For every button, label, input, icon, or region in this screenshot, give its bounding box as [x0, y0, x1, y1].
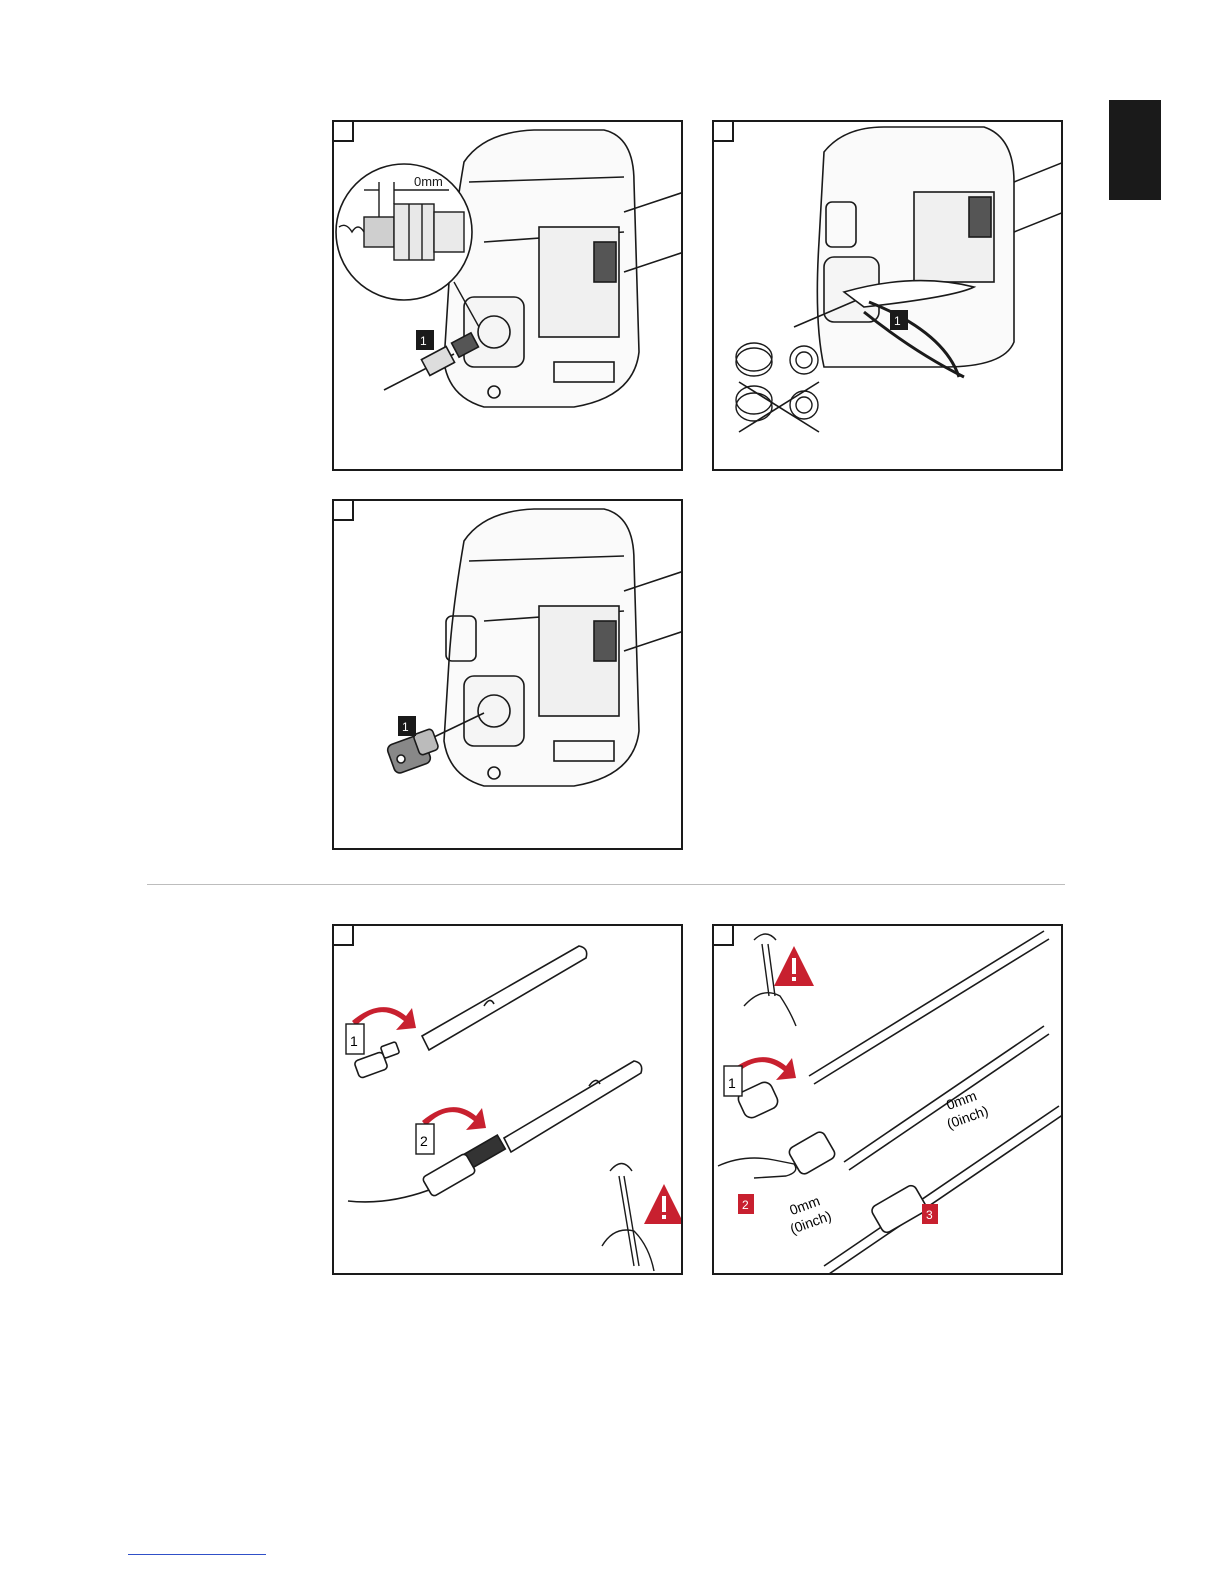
wrench-icon	[602, 1164, 654, 1272]
rotate-step-1-label: 1	[728, 1075, 736, 1091]
section-divider	[147, 884, 1065, 885]
dimension-label: 0mm	[414, 174, 443, 189]
wire-feeder-illustration-3: 1	[334, 501, 683, 850]
step-2-label: 2	[742, 1198, 749, 1212]
footer-link-underline	[128, 1554, 266, 1555]
wire-feeder-illustration-2: 1	[714, 122, 1063, 471]
language-tab	[1109, 100, 1161, 200]
step-panel-5: 1 2 3 0mm (0inch) 0mm (0inch)	[712, 924, 1063, 1275]
warning-triangle-icon	[644, 1184, 683, 1224]
arrow-step-label: 1	[420, 334, 427, 348]
arrow-step-label: 1	[894, 314, 901, 328]
torch-hose-illustration-4: 1 2	[334, 926, 683, 1275]
step-panel-3: 1	[332, 499, 683, 850]
rotate-step-2-label: 2	[420, 1133, 428, 1149]
spring-icon	[736, 343, 819, 432]
step-panel-1: 0mm 1	[332, 120, 683, 471]
torch-hose-illustration-5: 1 2 3 0mm (0inch) 0mm (0inch)	[714, 926, 1063, 1275]
step-panel-4: 1 2	[332, 924, 683, 1275]
step-3-label: 3	[926, 1208, 933, 1222]
step-panel-2: 1	[712, 120, 1063, 471]
warning-triangle-icon	[774, 946, 814, 986]
hand-icon	[718, 1158, 796, 1178]
wire-feeder-illustration-1: 0mm 1	[334, 122, 683, 471]
arrow-step-label: 1	[402, 720, 409, 734]
rotate-step-1-label: 1	[350, 1033, 358, 1049]
